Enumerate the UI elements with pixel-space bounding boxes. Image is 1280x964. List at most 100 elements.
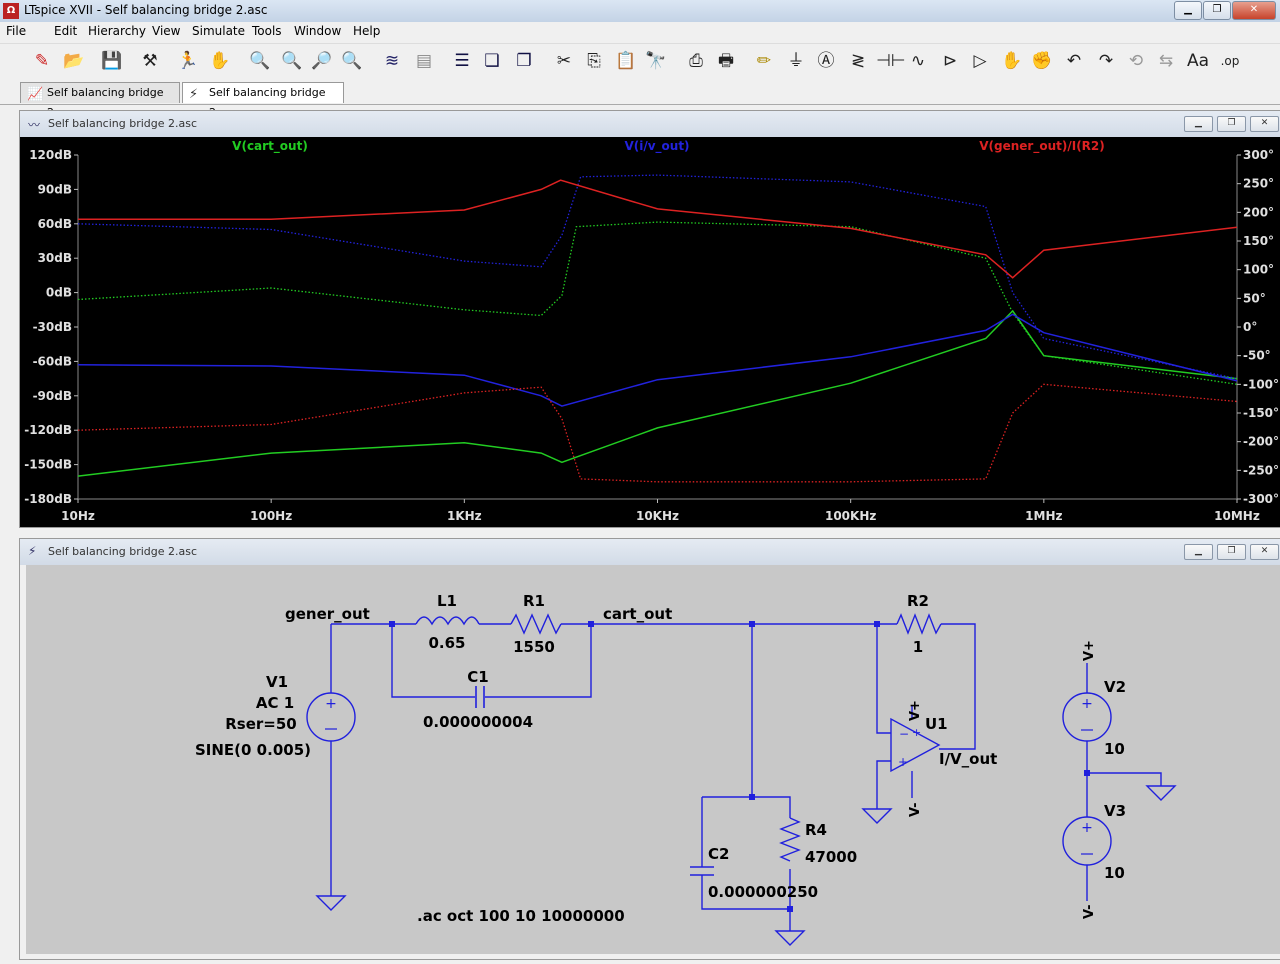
halt-icon[interactable]: ✋ <box>209 51 231 71</box>
capacitor-c2[interactable] <box>690 866 714 876</box>
menu-hierarchy[interactable]: Hierarchy <box>88 24 147 38</box>
capacitor-icon[interactable]: ⊣⊢ <box>876 51 906 71</box>
v3-name[interactable]: V3 <box>1104 802 1126 820</box>
trace-phase-v-i-v-out[interactable] <box>77 174 1238 380</box>
r4-name[interactable]: R4 <box>805 821 827 839</box>
menu-file[interactable]: File <box>6 24 27 38</box>
c2-value[interactable]: 0.000000250 <box>708 883 818 901</box>
component-icon[interactable]: ▷ <box>973 51 987 71</box>
trace-magnitude-v-gener-out-i-r2[interactable] <box>78 179 1238 279</box>
l1-value[interactable]: 0.65 <box>428 634 465 652</box>
autorange-icon[interactable]: ≋ <box>384 51 400 71</box>
ground-symbol[interactable] <box>1145 785 1177 801</box>
drag-hand-icon[interactable]: ✊ <box>1031 51 1053 71</box>
new-schematic-icon[interactable]: ✎ <box>34 51 50 71</box>
v1-sine[interactable]: SINE(0 0.005) <box>195 741 311 759</box>
c2-name[interactable]: C2 <box>708 845 729 863</box>
rotate-icon[interactable]: ⟲ <box>1128 51 1144 71</box>
zoom-in-icon[interactable]: 🔍 <box>249 51 271 71</box>
inductor-l1[interactable] <box>415 616 480 626</box>
maximize-button[interactable]: ❐ <box>1203 1 1231 20</box>
resistor-r2[interactable] <box>896 613 942 635</box>
zoom-pan-icon[interactable]: 🔍 <box>281 51 303 71</box>
voltage-source-v1[interactable]: + <box>306 692 356 742</box>
waveform-restore-button[interactable]: ❐ <box>1217 116 1246 132</box>
opamp-u1[interactable] <box>890 717 941 773</box>
tab-waveform[interactable]: 📈 Self balancing bridge 2.asc <box>20 82 180 119</box>
tile-horizontal-icon[interactable]: ☰ <box>454 51 470 71</box>
voltage-source-v3[interactable]: + <box>1062 816 1112 866</box>
r1-name[interactable]: R1 <box>523 592 545 610</box>
ground-icon[interactable]: ⏚ <box>787 51 805 71</box>
v2-name[interactable]: V2 <box>1104 678 1126 696</box>
save-icon[interactable]: 💾 <box>101 51 123 71</box>
v1-ac[interactable]: AC 1 <box>256 694 294 712</box>
legend-series-2[interactable]: V(i/v_out) <box>624 139 689 154</box>
minimize-button[interactable]: ▁ <box>1174 1 1202 20</box>
schematic-close-button[interactable]: ✕ <box>1250 544 1279 560</box>
menu-view[interactable]: View <box>152 24 181 38</box>
resistor-r1[interactable] <box>510 613 562 635</box>
net-label-vplus[interactable]: V+ <box>1082 640 1097 661</box>
menu-help[interactable]: Help <box>353 24 381 38</box>
net-label-gener-out[interactable]: gener_out <box>285 605 370 623</box>
trace-phase-v-gener-out-i-r2[interactable] <box>77 383 1238 483</box>
waveform-minimize-button[interactable]: ▁ <box>1184 116 1213 132</box>
menu-simulate[interactable]: Simulate <box>192 24 246 38</box>
v1-name[interactable]: V1 <box>266 673 288 691</box>
voltage-source-v2[interactable]: + <box>1062 692 1112 742</box>
redo-icon[interactable]: ↷ <box>1098 51 1114 71</box>
mirror-icon[interactable]: ⇆ <box>1158 51 1174 71</box>
find-icon[interactable]: 🔭 <box>645 51 667 71</box>
v3-value[interactable]: 10 <box>1104 864 1125 882</box>
spice-directive[interactable]: .ac oct 100 10 10000000 <box>417 907 625 925</box>
trace-magnitude-v-i-v-out[interactable] <box>77 313 1238 407</box>
open-folder-icon[interactable]: 📂 <box>63 51 85 71</box>
menu-tools[interactable]: Tools <box>252 24 282 38</box>
ground-symbol[interactable] <box>861 808 893 824</box>
draw-wire-icon[interactable]: ✏ <box>756 51 772 71</box>
l1-name[interactable]: L1 <box>437 592 457 610</box>
copy-icon[interactable]: ⎘ <box>587 51 601 71</box>
r1-value[interactable]: 1550 <box>513 638 555 656</box>
ground-symbol[interactable] <box>315 895 347 911</box>
c1-name[interactable]: C1 <box>467 668 488 686</box>
text-icon[interactable]: Aa <box>1186 51 1210 71</box>
label-net-icon[interactable]: Ⓐ <box>817 51 835 71</box>
spice-directive-icon[interactable]: .op <box>1220 54 1240 68</box>
tile-vertical-icon[interactable]: ❐ <box>516 51 532 71</box>
trace-magnitude-v-cart-out[interactable] <box>77 309 1238 477</box>
r4-value[interactable]: 47000 <box>805 848 857 866</box>
menu-window[interactable]: Window <box>294 24 342 38</box>
menu-edit[interactable]: Edit <box>54 24 78 38</box>
print-icon[interactable]: 🖶 <box>717 51 735 71</box>
inductor-icon[interactable]: ∿ <box>910 51 926 71</box>
waveform-close-button[interactable]: ✕ <box>1250 116 1279 132</box>
cut-icon[interactable]: ✂ <box>556 51 572 71</box>
schematic-minimize-button[interactable]: ▁ <box>1184 544 1213 560</box>
net-label-iv-out[interactable]: I/V_out <box>939 750 997 768</box>
tab-schematic[interactable]: ⚡ Self balancing bridge 2.asc <box>182 82 344 119</box>
print-setup-icon[interactable]: ⎙ <box>689 51 703 71</box>
schematic-restore-button[interactable]: ❐ <box>1217 544 1246 560</box>
r2-value[interactable]: 1 <box>913 638 923 656</box>
ground-symbol[interactable] <box>774 930 806 946</box>
zoom-out-icon[interactable]: 🔎 <box>311 51 333 71</box>
c1-value[interactable]: 0.000000004 <box>423 713 533 731</box>
cascade-icon[interactable]: ❏ <box>484 51 500 71</box>
legend-series-1[interactable]: V(cart_out) <box>232 139 308 154</box>
diode-icon[interactable]: ⊳ <box>942 51 958 71</box>
u1-name[interactable]: U1 <box>925 715 948 733</box>
net-label-vminus[interactable]: V- <box>1082 904 1097 919</box>
trace-phase-v-cart-out[interactable] <box>77 221 1238 385</box>
capacitor-c1[interactable] <box>475 686 485 708</box>
close-button[interactable]: ✕ <box>1232 1 1276 20</box>
move-hand-icon[interactable]: ✋ <box>1001 51 1023 71</box>
undo-icon[interactable]: ↶ <box>1066 51 1082 71</box>
delete-trace-icon[interactable]: ▤ <box>415 51 433 71</box>
v2-value[interactable]: 10 <box>1104 740 1125 758</box>
run-icon[interactable]: 🏃 <box>177 51 199 71</box>
resistor-r4[interactable] <box>779 817 801 862</box>
control-panel-icon[interactable]: ⚒ <box>142 51 158 71</box>
